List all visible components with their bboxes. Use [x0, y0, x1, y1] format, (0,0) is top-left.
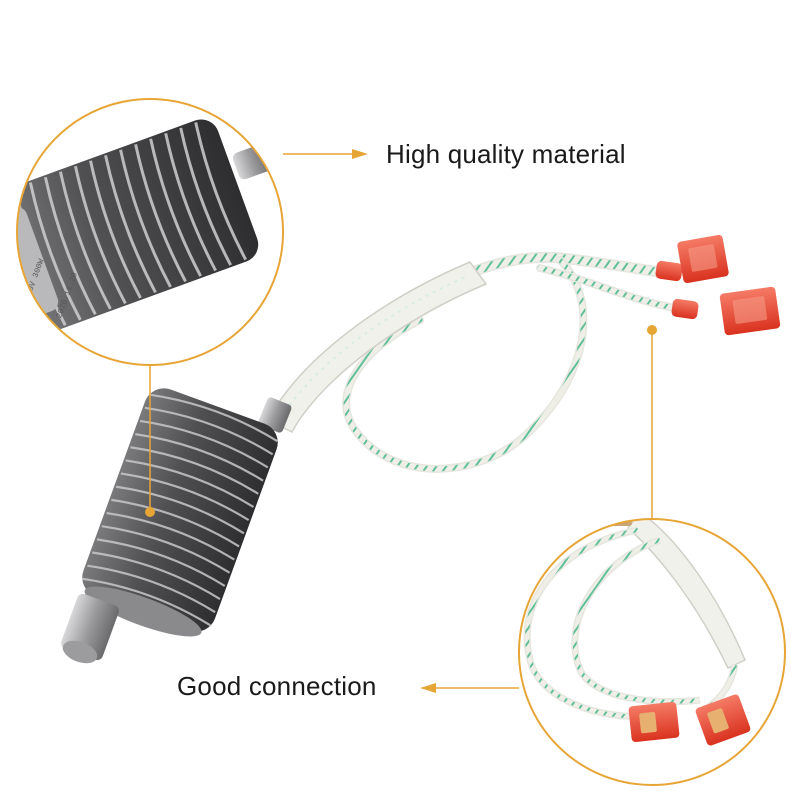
heatsink-fins: [82, 388, 278, 637]
terminal-connector-2: [671, 286, 781, 336]
callout-label-top: High quality material: [386, 139, 626, 169]
terminal-connector-1: [655, 234, 729, 284]
callout-line-right: [647, 325, 657, 519]
callout-line-bottom: [420, 683, 519, 693]
main-heater: [61, 234, 781, 664]
inset-heatsink-closeup: 110V 300W 2020.11.20: [16, 98, 284, 366]
callout-label-bottom: Good connection: [177, 671, 377, 701]
inset-connection-closeup: [518, 518, 786, 786]
callout-line-left: [145, 365, 155, 517]
callout-line-top: [283, 149, 368, 159]
